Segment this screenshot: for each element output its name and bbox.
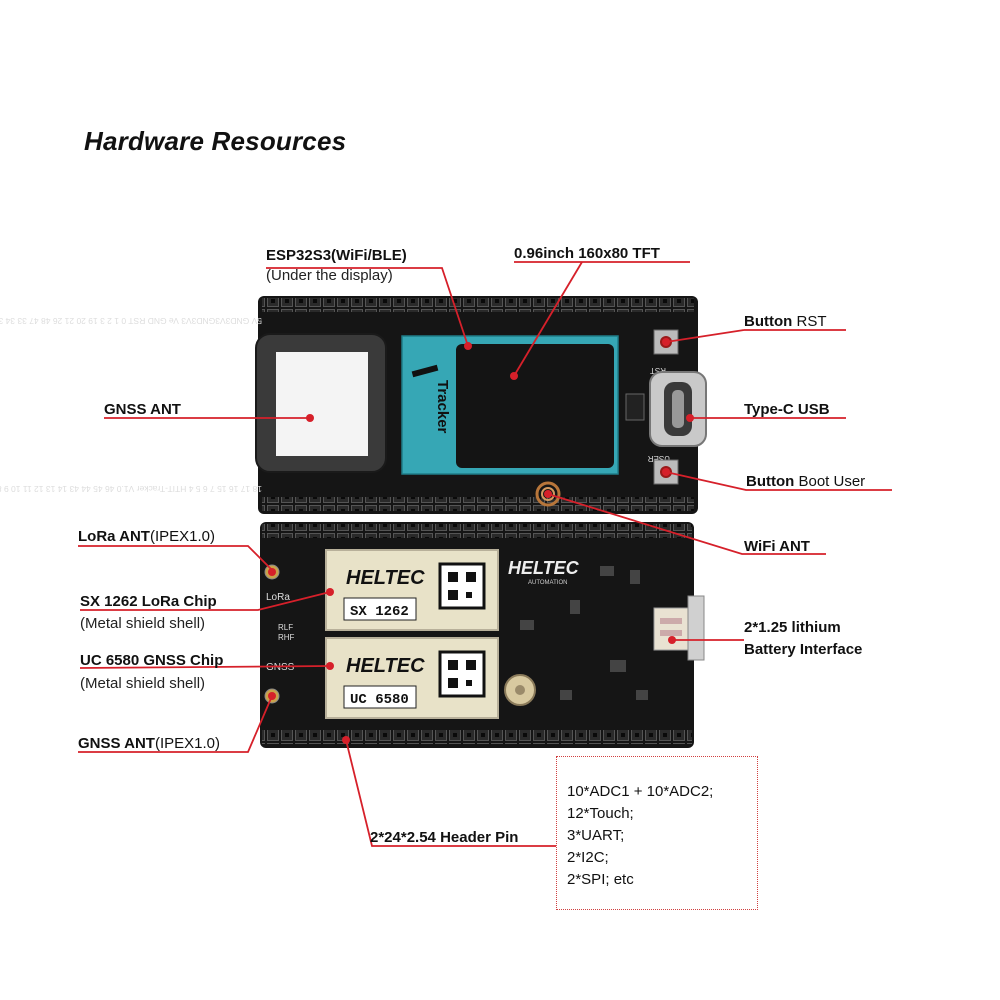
esp32-label: ESP32S3(WiFi/BLE): [266, 247, 407, 264]
bottom-board-bottom-header: [262, 730, 692, 744]
top-pin-labels: 5V GND3V3GND3V3 Ve GND RST 0 1 2 3 19 20…: [0, 316, 262, 326]
rhf-silkscreen: RHF: [278, 633, 295, 642]
uc6580-label: UC 6580 GNSS Chip: [80, 652, 224, 669]
tracker-logo: Tracker: [434, 380, 451, 434]
interface-notes-box: 10*ADC1 + 10*ADC2; 12*Touch; 3*UART; 2*I…: [556, 756, 758, 910]
note-line: 10*ADC1 + 10*ADC2;: [567, 783, 714, 800]
user-silkscreen: USER: [648, 454, 670, 463]
type-c-usb-label: Type-C USB: [744, 401, 830, 418]
sx1262-shield: HELTEC SX 1262: [325, 549, 499, 631]
gnss-silkscreen: GNSS: [266, 662, 295, 673]
uc6580-brand: HELTEC: [346, 655, 425, 677]
page-title: Hardware Resources: [84, 126, 347, 156]
lora-ant-label: LoRa ANT(IPEX1.0): [78, 528, 215, 545]
tft-display: Tracker: [401, 335, 619, 475]
board-brand-sub: AUTOMATION: [528, 580, 567, 586]
battery-connector: [653, 595, 705, 661]
tft-label: 0.96inch 160x80 TFT: [514, 245, 660, 262]
bottom-board-top-header: [262, 524, 692, 538]
lora-silkscreen: LoRa: [266, 592, 290, 603]
esp32-sublabel: (Under the display): [266, 267, 393, 284]
battery-label-line1: 2*1.25 lithium: [744, 619, 841, 636]
uc6580-sublabel: (Metal shield shell): [80, 675, 206, 692]
sx1262-brand: HELTEC: [346, 567, 425, 589]
sx1262-label: SX 1262 LoRa Chip: [80, 593, 217, 610]
gnss-patch-antenna: [255, 333, 387, 473]
uc6580-shield: HELTEC UC 6580: [325, 637, 499, 719]
sx1262-chip-label: SX 1262: [350, 604, 409, 620]
rlf-silkscreen: RLF: [278, 623, 293, 632]
header-pin-label: 2*24*2.54 Header Pin: [370, 829, 519, 846]
usb-c-connector: [649, 371, 707, 447]
button-boot-user-label: Button Boot User: [746, 473, 866, 490]
bottom-pin-labels: 18 17 16 15 7 6 5 4 HTIT-Tracker V1.0 46…: [0, 484, 262, 494]
bottom-board: LoRa RLF RHF GNSS HELTEC SX 1262 HELTEC …: [260, 522, 705, 748]
note-line: 3*UART;: [567, 827, 625, 844]
top-board: 5V GND3V3GND3V3 Ve GND RST 0 1 2 3 19 20…: [0, 296, 707, 514]
note-line: 2*SPI; etc: [567, 871, 634, 888]
wifi-ant-label: WiFi ANT: [744, 538, 810, 555]
sx1262-sublabel: (Metal shield shell): [80, 615, 206, 632]
gnss-ant-ipex-label: GNSS ANT(IPEX1.0): [78, 735, 220, 752]
bottom-header-row: [262, 497, 694, 511]
uc6580-chip-label: UC 6580: [350, 692, 409, 708]
battery-label-line2: Battery Interface: [744, 641, 863, 658]
note-line: 2*I2C;: [567, 849, 609, 866]
button-rst-label: Button RST: [744, 313, 827, 330]
note-line: 12*Touch;: [567, 805, 634, 822]
callout-lines: [78, 261, 892, 847]
gnss-ant-label: GNSS ANT: [104, 401, 181, 418]
wifi-antenna-spring: [535, 481, 561, 507]
board-brand-logo: HELTEC: [508, 558, 580, 578]
rst-silkscreen: RST: [650, 366, 666, 375]
top-header-row: [262, 298, 694, 312]
